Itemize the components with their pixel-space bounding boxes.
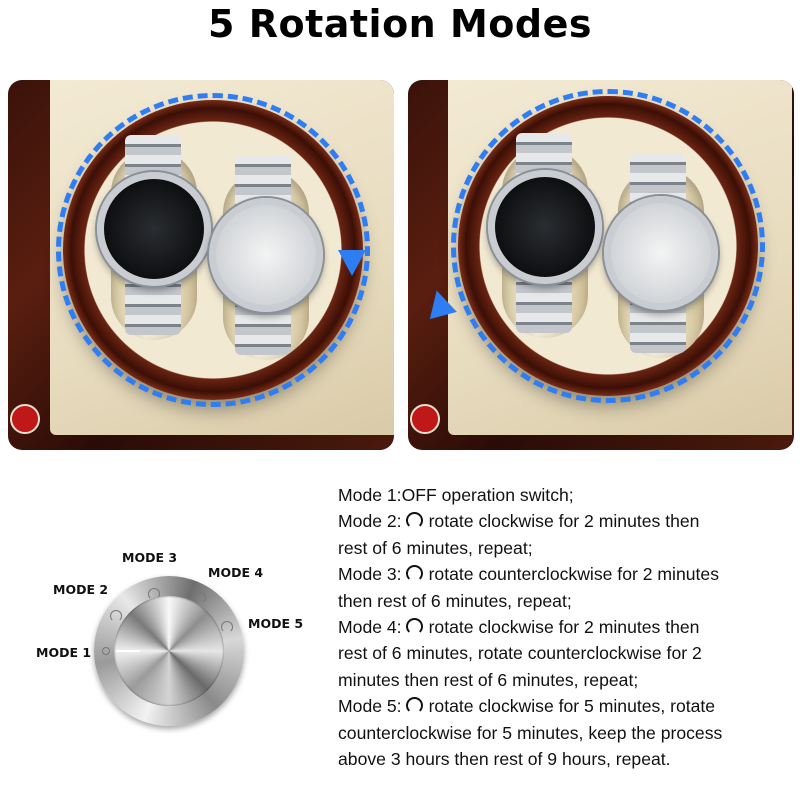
desc-line: then rest of 6 minutes, repeat; xyxy=(338,590,572,611)
mode-descriptions: Mode 1:OFF operation switch; Mode 2:rota… xyxy=(338,482,798,772)
knob-label-mode-4: MODE 4 xyxy=(208,565,264,580)
counterclockwise-icon xyxy=(405,565,423,583)
desc-line: minutes then rest of 6 minutes, repeat; xyxy=(338,669,639,690)
knob-bezel[interactable] xyxy=(94,576,244,726)
clockwise-icon xyxy=(405,512,423,530)
power-switch xyxy=(10,404,40,434)
mode-3-icon xyxy=(148,588,160,600)
desc-line-mode-5: Mode 5:rotate clockwise for 5 minutes, r… xyxy=(338,696,716,717)
desc-line: above 3 hours then rest of 9 hours, repe… xyxy=(338,749,671,770)
page-title: 5 Rotation Modes xyxy=(208,2,592,46)
clockwise-rotation-path xyxy=(56,93,370,407)
bidirectional-icon xyxy=(405,618,423,636)
knob-pointer xyxy=(116,650,140,652)
mode-1-off-icon xyxy=(102,647,110,655)
power-switch xyxy=(410,404,440,434)
desc-line-mode-2: Mode 2:rotate clockwise for 2 minutes th… xyxy=(338,511,700,532)
knob-label-mode-3: MODE 3 xyxy=(122,550,178,565)
knob-label-mode-5: MODE 5 xyxy=(248,616,304,631)
knob-label-mode-2: MODE 2 xyxy=(53,582,109,597)
mode-5-icon xyxy=(221,621,233,633)
mode-2-icon xyxy=(110,610,122,622)
desc-line: rest of 6 minutes, repeat; xyxy=(338,537,533,558)
bidirectional-icon xyxy=(405,697,423,715)
desc-line: rest of 6 minutes, rotate counterclockwi… xyxy=(338,643,702,664)
knob-label-mode-1: MODE 1 xyxy=(36,645,92,660)
mode-4-icon xyxy=(194,592,206,604)
mode-selector-knob: MODE 3 MODE 4 MODE 2 MODE 5 MODE 1 xyxy=(20,540,320,790)
watch-winder-photo-counterclockwise xyxy=(408,80,794,450)
desc-line: Mode 1:OFF operation switch; xyxy=(338,485,574,505)
desc-line-mode-4: Mode 4:rotate clockwise for 2 minutes th… xyxy=(338,617,700,638)
desc-line: counterclockwise for 5 minutes, keep the… xyxy=(338,722,723,743)
watch-winder-photo-clockwise xyxy=(8,80,394,450)
desc-line-mode-3: Mode 3:rotate counterclockwise for 2 min… xyxy=(338,564,720,585)
counterclockwise-rotation-path xyxy=(451,89,765,403)
clockwise-arrow-icon xyxy=(338,250,366,276)
